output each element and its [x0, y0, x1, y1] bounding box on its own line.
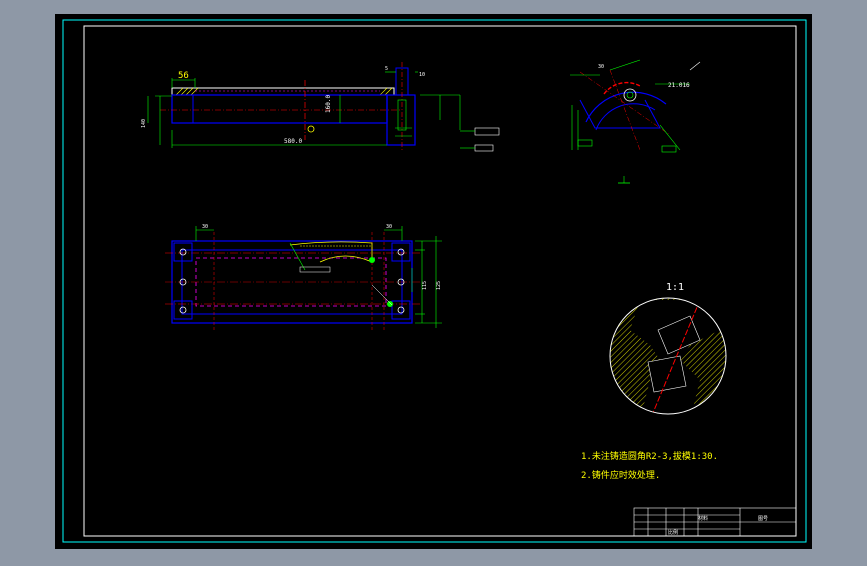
front-dimensions	[147, 71, 461, 148]
section-scale-label: 1:1	[666, 282, 684, 293]
plan-view: 30 30 115 125	[165, 224, 442, 330]
plan-dimensions	[195, 226, 442, 328]
dim-top-height: 160.0	[325, 95, 332, 113]
title-cell-2: 比例	[668, 529, 678, 536]
dim-left-height: 140	[141, 119, 147, 128]
plan-dim-left: 30	[202, 224, 208, 230]
dim-small-a: 10	[419, 72, 425, 78]
technical-notes: 1.未注铸造圆角R2-3,拔模1:30. 2.铸件应时效处理.	[581, 450, 718, 481]
plan-dim-h1: 115	[422, 281, 428, 290]
inner-frame	[83, 25, 797, 537]
outer-border	[62, 19, 807, 543]
note-1: 1.未注铸造圆角R2-3,拔模1:30.	[581, 450, 718, 462]
dim-top-length: 580.0	[284, 138, 302, 145]
drawing-background	[55, 14, 812, 549]
plan-dim-right: 30	[386, 224, 392, 230]
title-cell-3: 图号	[758, 516, 768, 522]
title-block	[633, 507, 797, 537]
side-dim-b: 21.016	[668, 82, 690, 89]
plan-dim-h2: 125	[436, 281, 442, 290]
section-circle	[609, 297, 727, 415]
dim-small-b: 5	[385, 66, 388, 72]
section-detail: 1:1	[609, 282, 727, 415]
side-dim-a: 30	[598, 64, 604, 70]
side-view: 30 21.016	[570, 59, 701, 184]
note-2: 2.铸件应时效处理.	[581, 469, 660, 481]
top-strip-hatch	[175, 87, 393, 96]
dim-top-width: 56	[178, 71, 189, 81]
front-view: 56 580.0 160.0 140 10 5	[141, 62, 500, 152]
title-cell-1: 材料	[698, 515, 708, 522]
